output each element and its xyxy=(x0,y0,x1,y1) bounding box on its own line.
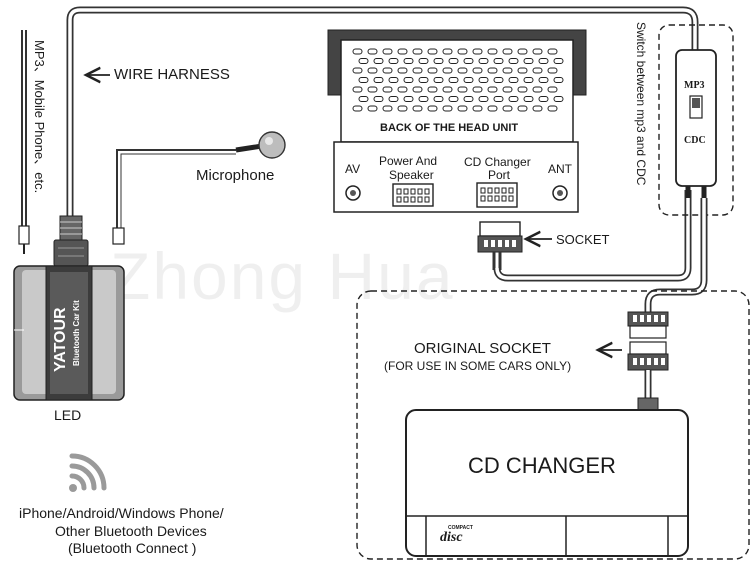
av-label: AV xyxy=(345,162,361,176)
bluetooth-devices-line2: Other Bluetooth Devices xyxy=(55,523,207,539)
cd-changer-label: CD CHANGER xyxy=(468,453,616,478)
microphone-icon xyxy=(235,131,286,159)
head-unit xyxy=(327,29,587,213)
watermark: Zhong Hua xyxy=(110,239,455,313)
power-speaker-label-2: Speaker xyxy=(389,168,434,182)
original-socket-note: (FOR USE IN SOME CARS ONLY) xyxy=(384,359,572,373)
cd-changer-port-label-2: Port xyxy=(488,168,511,182)
back-of-head-unit-label: BACK OF THE HEAD UNIT xyxy=(380,122,519,134)
wifi-signal-icon xyxy=(69,453,107,492)
socket-label: SOCKET xyxy=(556,232,610,247)
bluetooth-devices-line3: (Bluetooth Connect ) xyxy=(68,540,197,556)
power-speaker-label-1: Power And xyxy=(379,154,438,168)
original-socket-label: ORIGINAL SOCKET xyxy=(414,340,551,357)
socket-connector xyxy=(477,221,523,270)
switch-dashed-frame xyxy=(658,24,734,216)
mp3-cdc-switch xyxy=(675,49,717,198)
original-socket-connector xyxy=(627,311,669,411)
yatour-device xyxy=(13,265,125,401)
aux-cable xyxy=(18,30,30,254)
wire-harness-label: WIRE HARNESS xyxy=(114,66,230,83)
disc-logo: disc xyxy=(440,530,463,545)
microphone-label: Microphone xyxy=(196,167,275,184)
microphone-cable xyxy=(112,149,236,245)
side-note-label: MP3、Mobile Phone、etc. xyxy=(32,40,47,194)
db-connector xyxy=(53,215,89,267)
bluetooth-devices-line1: iPhone/Android/Windows Phone/ xyxy=(19,505,224,521)
switch-cdc-label: CDC xyxy=(684,135,706,146)
switch-mp3-label: MP3 xyxy=(684,80,705,91)
ant-label: ANT xyxy=(548,162,572,176)
switch-note-label: Switch between mp3 and CDC xyxy=(634,22,648,186)
cd-changer-port-label-1: CD Changer xyxy=(464,155,531,169)
cd-changer-unit xyxy=(405,409,689,557)
device-sub-label: Bluetooth Car Kit xyxy=(72,300,81,366)
cd-changer-dashed-frame xyxy=(356,290,750,560)
disc-logo-small: COMPACT xyxy=(448,525,473,531)
led-label: LED xyxy=(54,407,82,423)
device-brand-label: YATOUR xyxy=(52,307,69,372)
wire-harness-cable xyxy=(66,6,699,218)
